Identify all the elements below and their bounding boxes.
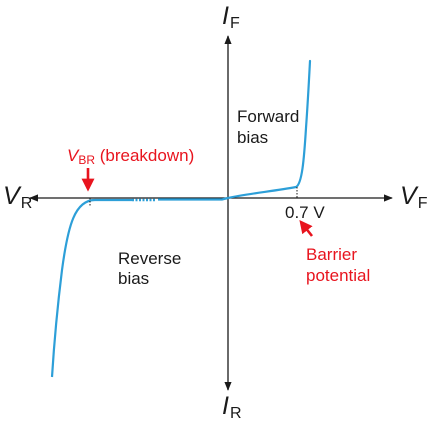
- barrier-arrow: [299, 219, 314, 237]
- reverse-bias-label: Reverse bias: [118, 249, 186, 288]
- barrier-potential-label: Barrier potential: [306, 245, 370, 285]
- forward-bias-label: Forward bias: [237, 107, 304, 147]
- axis-label-reverse-current: IR: [222, 392, 242, 422]
- reverse-bias-curve-near: [158, 196, 229, 201]
- breakdown-voltage-label: VBR (breakdown): [67, 146, 194, 167]
- axis-label-reverse-voltage: VR: [3, 182, 32, 212]
- forward-bias-curve: [226, 59, 312, 200]
- axis-label-forward-current: IF: [222, 2, 240, 32]
- axis-label-forward-voltage: VF: [400, 182, 428, 212]
- knee-voltage-label: 0.7 V: [285, 203, 325, 222]
- reverse-bias-curve-breakdown: [50, 198, 132, 378]
